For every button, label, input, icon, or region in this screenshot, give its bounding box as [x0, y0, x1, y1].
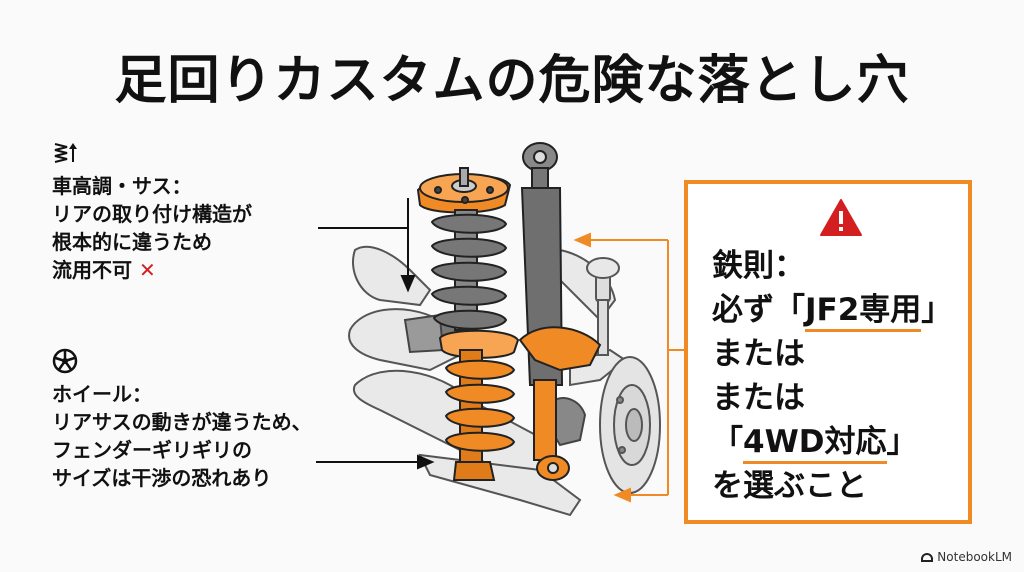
rule-heading: 鉄則：	[712, 248, 805, 284]
jf2-highlight: JF2専用	[805, 292, 922, 332]
wheel-note-line2: リアサスの動きが違うため、	[52, 410, 312, 434]
rule-line-4: または	[712, 380, 805, 416]
brand-label: NotebookLM	[921, 550, 1012, 564]
coilover-note: 車高調・サス： リアの取り付け構造が 根本的に違うため 流用不可 ✕	[52, 140, 322, 284]
wheel-note: ホイール： リアサスの動きが違うため、 フェンダーギリギリの サイズは干渉の恐れ…	[52, 348, 352, 492]
wheel-icon	[52, 348, 78, 374]
rule-text: 鉄則： 必ず「JF2専用」 または または 「4WD対応」 を選ぶこと	[712, 244, 952, 508]
rule-line-6: を選ぶこと	[712, 468, 867, 504]
brake-disc	[599, 356, 661, 494]
shock-absorber	[518, 142, 602, 481]
coilover-note-line2: リアの取り付け構造が	[52, 202, 252, 226]
notebooklm-logo-icon	[921, 553, 934, 562]
wheel-note-line1: ホイール：	[52, 382, 152, 406]
page-title: 足回りカスタムの危険な落とし穴	[114, 51, 910, 111]
coilover-note-line3: 根本的に違うため	[52, 230, 212, 254]
4wd-highlight: 4WD対応	[743, 424, 887, 464]
prohibited-x-icon: ✕	[138, 258, 156, 282]
coilover-spring-upper	[430, 209, 508, 331]
rule-line-3: または	[712, 336, 805, 372]
coilover-spring-lower	[438, 329, 520, 481]
brand-text: NotebookLM	[937, 550, 1012, 564]
warning-icon	[820, 199, 862, 236]
stabilizer-link	[586, 257, 620, 356]
callout-arrows	[316, 198, 435, 470]
coilover-note-line1: 車高調・サス：	[52, 174, 192, 198]
coilover-note-line4: 流用不可	[52, 258, 132, 282]
rule-arrows	[573, 232, 684, 503]
wheel-note-line4: サイズは干渉の恐れあり	[52, 466, 272, 490]
coilover-top-mount	[416, 167, 512, 214]
rule-line-5: 「4WD対応」	[712, 420, 952, 464]
wheel-note-line3: フェンダーギリギリの	[52, 438, 252, 462]
rule-line-2: 必ず「JF2専用」	[712, 288, 952, 332]
suspension-spring-icon	[54, 143, 77, 163]
rule-box: 鉄則： 必ず「JF2専用」 または または 「4WD対応」 を選ぶこと	[684, 180, 972, 524]
drive-shaft	[403, 313, 587, 447]
